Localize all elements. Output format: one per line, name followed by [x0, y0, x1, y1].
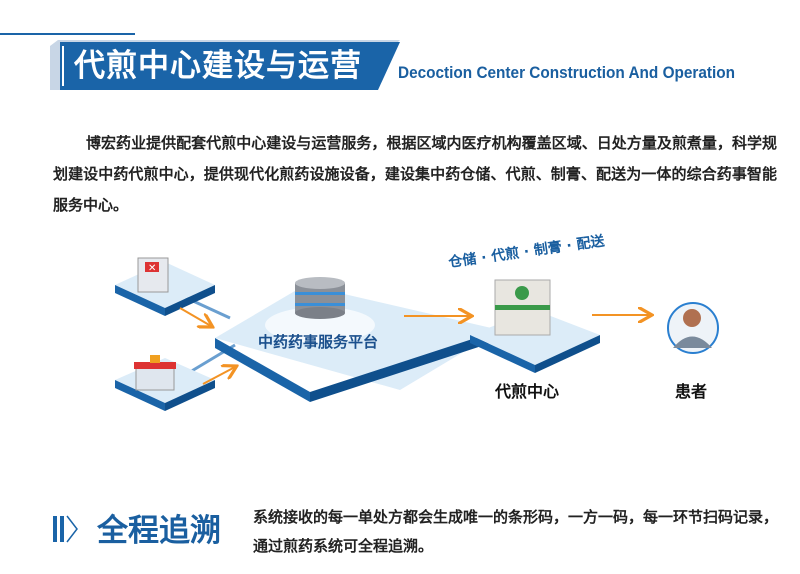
- patient-avatar: [667, 302, 719, 354]
- trace-description: 系统接收的每一单处方都会生成唯一的条形码，一方一码，每一环节扫码记录，通过煎药系…: [253, 508, 779, 555]
- database-icon: [295, 277, 345, 319]
- decoction-center-icon: [470, 279, 600, 373]
- decoction-center-label: 代煎中心: [495, 382, 560, 401]
- platform-label: 中药药事服务平台: [258, 333, 379, 351]
- service-flow-diagram: ✕: [115, 257, 719, 411]
- patient-label: 患者: [675, 382, 708, 401]
- platform-icon: [215, 285, 500, 402]
- chevron-bullet-icon: [53, 515, 78, 543]
- flow-arrows: [179, 308, 650, 385]
- svg-text:✕: ✕: [148, 263, 156, 274]
- header-rule: [0, 33, 135, 35]
- title-banner: [50, 40, 400, 90]
- page-subtitle-en: Decoction Center Construction And Operat…: [398, 64, 736, 82]
- intro-paragraph: 博宏药业提供配套代煎中心建设与运营服务，根据区域内医疗机构覆盖区域、日处方量及煎…: [53, 134, 777, 214]
- pharmacy-icon: [115, 355, 215, 411]
- hospital-icon: ✕: [115, 257, 215, 316]
- page-title: 代煎中心建设与运营: [74, 48, 362, 84]
- trace-title: 全程追溯: [97, 513, 221, 549]
